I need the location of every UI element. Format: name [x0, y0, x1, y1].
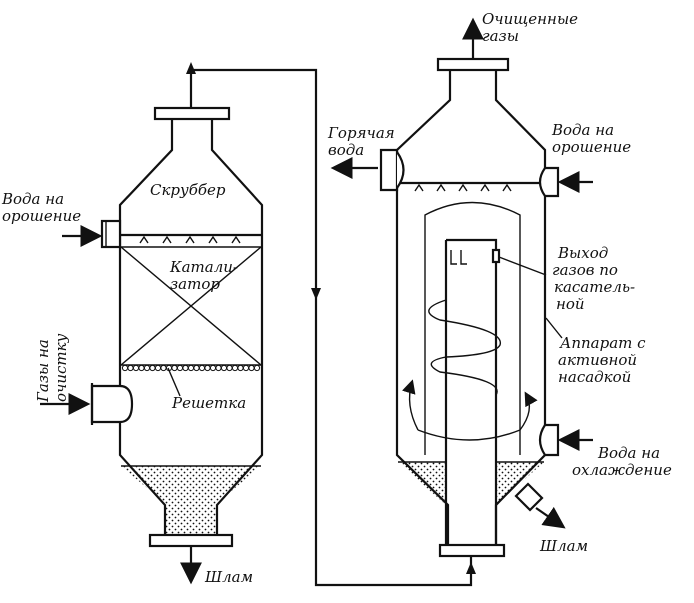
exit-leader [498, 256, 547, 276]
gas-spiral [428, 299, 501, 396]
spray-nozzles [139, 235, 241, 244]
apparatus-water-in-1: Вода на [551, 121, 614, 139]
pipe-arrow-in [466, 562, 476, 574]
spray-nozzles-right [414, 183, 512, 192]
grate-circle [220, 364, 228, 372]
grate-circle [154, 364, 162, 372]
catalyst-cross-b [120, 246, 262, 366]
gas-exit-label-4: ной [556, 295, 585, 313]
grate-circle [121, 364, 129, 372]
circulation-right [519, 391, 538, 431]
active-apparatus-vessel [330, 17, 593, 558]
cooling-label-1: Вода на [597, 444, 660, 462]
scrubber-water-in-2: орошение [2, 207, 81, 225]
grate-circles [121, 364, 261, 372]
gas-in-label-1: Газы на [34, 339, 52, 403]
grate-circle [138, 364, 145, 372]
gas-exit-label-2: газов по [552, 261, 618, 279]
hot-water-label-1: Горячая [327, 124, 395, 142]
active-label-1: Аппарат с [559, 334, 646, 352]
catalyst-label-1: Катали- [169, 258, 238, 276]
scrubber-water-in-1: Вода на [1, 190, 64, 208]
grate-circle [182, 364, 189, 372]
active-label-3: насадкой [558, 368, 631, 386]
inner-shroud [424, 201, 521, 455]
pipe-arrow-up [186, 62, 196, 74]
scrubber-vessel [40, 106, 264, 585]
active-leader [545, 317, 563, 339]
sludge-outlet-right-arrow [535, 506, 566, 529]
grate-circle [176, 364, 184, 372]
hot-water-nozzle [379, 148, 399, 192]
grate-circle [209, 364, 217, 372]
grate-circle [160, 364, 167, 372]
water-inlet-right-nozzle [538, 166, 560, 198]
clean-gas-label-1: Очищенные [482, 10, 578, 28]
grate-circle [198, 364, 206, 372]
grate-circle [253, 364, 261, 372]
grate-circle [248, 364, 255, 372]
top-flange-right [436, 57, 510, 72]
grate-circle [231, 364, 239, 372]
grate-circle [132, 364, 140, 372]
grate-circle [171, 364, 178, 372]
gas-in-label-2: очистку [52, 333, 70, 402]
scrubber-title: Скруббер [150, 181, 226, 199]
grate-circle [143, 364, 151, 372]
pipe-arrow-down [311, 288, 321, 300]
top-flange [153, 106, 231, 121]
grate-circle [187, 364, 195, 372]
circulation-bottom [417, 429, 521, 441]
grate-circle [237, 364, 244, 372]
bottom-flange-right [438, 543, 506, 558]
exit-port [491, 248, 501, 264]
grate-circle [215, 364, 222, 372]
clean-gas-label-2: газы [482, 27, 519, 45]
water-inlet-nozzle [100, 219, 122, 249]
gas-inlet-nozzle [90, 384, 134, 424]
active-label-2: активной [558, 351, 637, 369]
gas-exit-label-1: Выход [557, 244, 608, 262]
grate-circle [193, 364, 200, 372]
grate-leader [167, 367, 181, 397]
grate-circle [204, 364, 211, 372]
scrubber-shell [118, 119, 264, 535]
cooling-nozzle [538, 423, 560, 457]
exit-slots [450, 250, 467, 265]
circulation-left [402, 379, 419, 431]
gas-exit-label-3: касатель- [554, 278, 635, 296]
grate-label: Решетка [171, 394, 246, 412]
bottom-flange [148, 533, 234, 548]
central-tube [444, 238, 498, 545]
sludge-outlet-right-nozzle [514, 482, 544, 512]
grate-circle [226, 364, 233, 372]
grate-circle [149, 364, 156, 372]
apparatus-sludge-label: Шлам [539, 537, 588, 555]
grate-circle [127, 364, 134, 372]
cooling-label-2: охлаждение [572, 461, 672, 479]
hot-water-label-2: вода [328, 141, 364, 159]
sludge-fill-left [398, 462, 446, 505]
connecting-pipe [189, 68, 473, 587]
sludge-fill [121, 466, 261, 535]
scrubber-sludge-label: Шлам [204, 568, 253, 586]
grate-circle [242, 364, 250, 372]
catalyst-label-2: затор [170, 275, 220, 293]
apparatus-water-in-2: орошение [552, 138, 631, 156]
sludge-fill-right [496, 462, 544, 505]
